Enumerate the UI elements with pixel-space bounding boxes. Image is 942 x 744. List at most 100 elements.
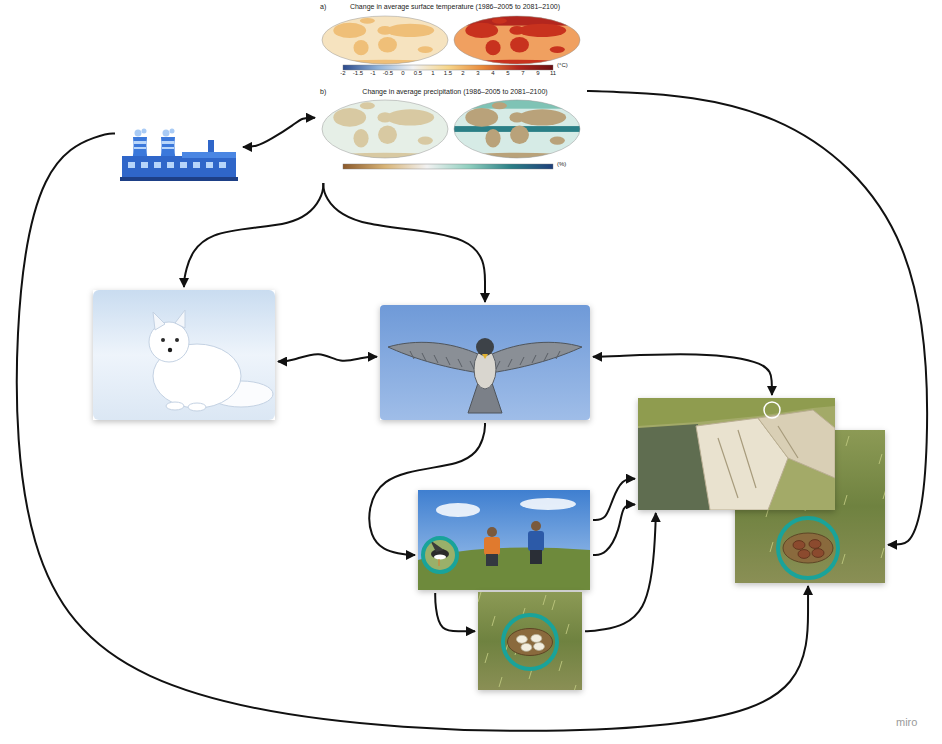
grass-blade [485,653,488,663]
connector-arrow [323,183,485,302]
scale-tick: -2 [340,70,345,77]
shorebird-leg [439,559,440,566]
map-continent [386,24,434,37]
illustration [418,490,590,590]
tundra-top [638,398,835,510]
map-outline [322,16,448,64]
map-continent [465,23,498,38]
map-outline [454,100,580,158]
illustration [380,305,590,420]
falcon-photo [380,305,590,420]
map-continent [378,37,397,52]
connector-arrow [585,513,656,631]
wing-bar [410,351,414,359]
egg [531,634,542,642]
factory-window [206,162,213,168]
falcon-beak [482,354,488,359]
illustration [118,128,240,182]
connector-arrow [593,504,635,555]
map-continent [550,46,565,53]
map-continent [418,46,433,53]
person-jacket [528,531,544,551]
map-continent [360,18,375,24]
egg [793,541,805,550]
grass-blade [772,483,775,493]
map-outline [322,100,448,158]
wing-bar [532,355,536,363]
connector-arrow [435,593,475,631]
fox-ear [175,310,185,328]
panel-letter: a) [320,3,332,12]
connector-arrow [593,479,635,520]
color-bar [343,65,553,70]
wing-bar [508,359,512,367]
map-band [454,100,580,109]
cliff-gully [718,426,798,498]
cliff-photo [638,398,835,510]
scale-tick: 3 [476,70,479,77]
world-map [322,100,448,160]
grass-blade [552,600,555,610]
map-continent [378,126,397,145]
grass-edge [638,398,835,426]
sky-background [380,305,590,420]
arctic-fox-photo [93,290,275,420]
scale-tick: 11 [550,70,556,77]
egg [521,643,532,651]
factory-building [122,156,236,178]
grass-blade [768,448,771,458]
world-map [454,16,580,65]
factory-icon [118,128,240,182]
grass-blade [844,495,847,505]
panel-letter: b) [320,88,332,97]
grass-blade [559,661,562,671]
highlight-circle [778,518,838,578]
scale-tick: 7 [521,70,524,77]
grass-ground [735,430,885,583]
snow-ground [93,290,275,420]
factory-roof [182,152,236,158]
scale-tick: 5 [506,70,509,77]
grass-blade [881,548,884,558]
wing-bar [496,361,500,369]
falcon-wing [388,342,480,373]
map-continent [333,23,366,38]
map-continent [335,153,436,160]
connector-arrow [243,118,315,147]
nest-marker-circle [764,402,780,418]
map-ocean [454,16,580,64]
grass-blade [492,616,495,626]
scale-tick: 0 [401,70,404,77]
unit-label: (°C) [557,62,568,69]
grass-blade [543,595,546,605]
grass-blade [807,442,810,452]
steam-puff [170,129,175,134]
map-continent [354,40,369,55]
fox-nose [168,348,172,352]
person-head [487,527,497,537]
fox-paw [166,402,184,410]
map-continent [492,102,507,109]
map-continent [467,153,568,160]
grass-blade [478,592,481,602]
person-legs [530,550,542,564]
egg [809,540,821,549]
connector-arrow [593,354,772,395]
grass-ground [478,592,582,690]
figure-title: Change in average precipitation (1986–20… [332,88,578,97]
wing-bar [470,361,474,369]
falcon-wing [490,342,582,373]
grass-blade [766,507,769,517]
wing-bar [446,357,450,365]
factory-ground [120,177,238,181]
fieldwork-photo [418,490,590,590]
wing-bar [556,351,560,359]
color-bar [343,164,553,169]
scale-tick: 1 [431,70,434,77]
scale-tick: 9 [536,70,539,77]
sky-background [418,490,590,590]
wing-bar [520,357,524,365]
climate-map-figure: a)Change in average surface temperature … [318,2,584,180]
person-head [531,521,541,531]
highlight-circle [503,615,557,669]
